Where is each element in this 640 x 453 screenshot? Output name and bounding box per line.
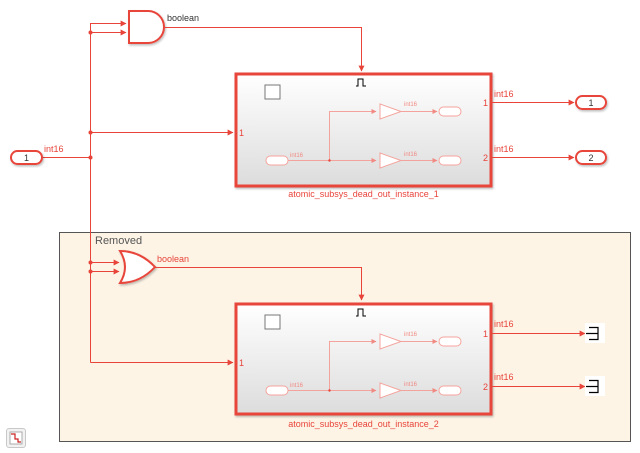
input-signal-lines[interactable] <box>42 20 234 366</box>
subsys1-out-1-type: int16 <box>494 89 514 99</box>
branch-dot <box>88 269 93 274</box>
subsys1-out-2-type: int16 <box>494 144 514 154</box>
inport-label: 1 <box>24 153 29 163</box>
signal-step-icon <box>9 431 23 445</box>
branch-dot <box>88 130 93 135</box>
branch-dot <box>88 260 93 265</box>
outport-block-1[interactable]: 1 <box>575 95 607 110</box>
subsys1-out-port-1-label: 1 <box>483 98 488 108</box>
subsys2-inner-in-type: int16 <box>290 383 304 389</box>
subsystem-2[interactable]: 1 1 2 int16 int16 int16 <box>234 302 493 416</box>
trigger-pulse-icon <box>356 78 366 87</box>
subsys1-in-port-label: 1 <box>239 128 244 138</box>
subsys2-out-1-type: int16 <box>494 319 514 329</box>
inport-signal-type: int16 <box>44 144 64 154</box>
subsys1-inner-in-type: int16 <box>290 153 304 159</box>
and-gate-block[interactable] <box>128 10 165 44</box>
subsys1-inner-gain1-type: int16 <box>404 102 418 108</box>
terminator-icon <box>586 379 599 394</box>
outport-1-label: 1 <box>588 98 593 108</box>
subsystem-icon-square <box>264 314 281 330</box>
subsys2-out-port-1-label: 1 <box>483 329 488 339</box>
inport-block[interactable]: 1 <box>10 150 43 165</box>
and-output-line[interactable] <box>165 27 365 72</box>
or-gate-block[interactable] <box>118 249 157 285</box>
outport-2-label: 2 <box>588 153 593 163</box>
branch-points <box>88 30 93 274</box>
trigger-pulse-icon <box>356 308 366 317</box>
terminator-block-2[interactable] <box>585 376 605 396</box>
branch-dot <box>88 30 93 35</box>
subsys2-inner-gain2-type: int16 <box>404 382 418 388</box>
branch-dot <box>88 155 93 160</box>
subsys1-out-port-2-label: 2 <box>483 153 488 163</box>
subsys1-inner-gain2-type: int16 <box>404 152 418 158</box>
signal-step-button[interactable] <box>6 428 26 448</box>
subsys2-inner <box>265 333 462 399</box>
terminator-icon <box>586 326 599 341</box>
or-output-line[interactable] <box>155 267 365 301</box>
subsystem-1[interactable]: 1 1 2 int16 int16 int16 <box>234 72 493 188</box>
subsys2-inner-gain1-type: int16 <box>404 332 418 338</box>
subsys2-out-2-type: int16 <box>494 372 514 382</box>
subsystem-2-name: atomic_subsys_dead_out_instance_2 <box>288 419 439 429</box>
subsystem-icon-square <box>264 84 281 100</box>
subsys2-out-port-2-label: 2 <box>483 382 488 392</box>
or-output-type: boolean <box>157 254 189 264</box>
subsys1-inner <box>265 103 462 169</box>
outport-block-2[interactable]: 2 <box>575 150 607 165</box>
terminator-block-1[interactable] <box>585 323 605 343</box>
subsystem-1-name: atomic_subsys_dead_out_instance_1 <box>288 189 439 199</box>
and-output-type: boolean <box>167 13 199 23</box>
removed-area-title: Removed <box>95 235 142 247</box>
subsys2-in-port-label: 1 <box>239 358 244 368</box>
